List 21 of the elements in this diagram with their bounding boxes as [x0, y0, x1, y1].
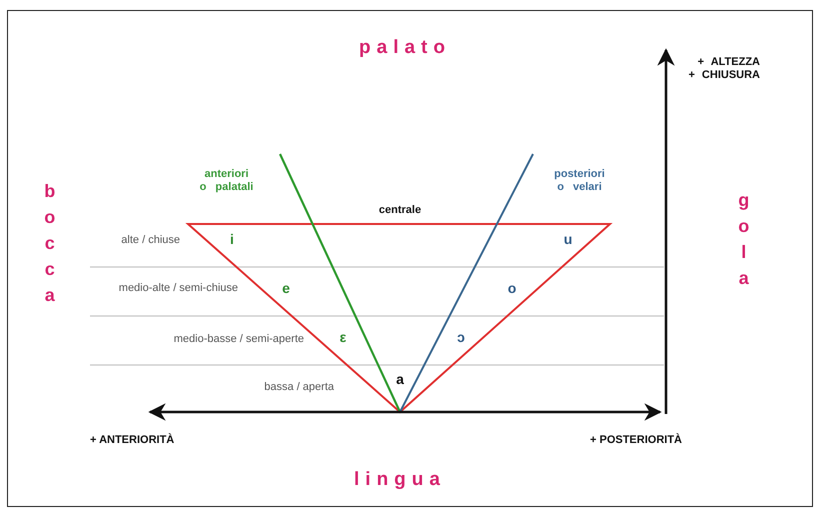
group-label: posteriori o velari — [553, 168, 606, 194]
region-label: bocca — [43, 180, 56, 308]
axis-label: + POSTERIORITÀ — [590, 434, 682, 447]
region-label: lingua — [353, 469, 447, 491]
region-label: gola — [737, 189, 750, 290]
vowel-symbol: a — [395, 371, 405, 388]
region-label: palato — [358, 37, 452, 59]
row-label: alte / chiuse — [120, 234, 180, 247]
vowel-symbol: e — [281, 280, 291, 296]
vowel-symbol: o — [506, 280, 518, 296]
vowel-symbol: ɔ — [456, 329, 466, 346]
vowel-symbol: ε — [338, 329, 348, 346]
vowel-symbol: u — [562, 231, 574, 248]
vowel-symbol: i — [229, 231, 235, 248]
axis-label: + ANTERIORITÀ — [90, 434, 174, 447]
group-label: centrale — [378, 204, 422, 217]
row-label: medio-alte / semi-chiuse — [118, 282, 238, 295]
group-label: anteriori o palatali — [198, 168, 254, 194]
row-label: medio-basse / semi-aperte — [172, 333, 304, 346]
row-label: bassa / aperta — [263, 381, 334, 394]
axis-label: + ALTEZZA + CHIUSURA — [687, 56, 760, 82]
